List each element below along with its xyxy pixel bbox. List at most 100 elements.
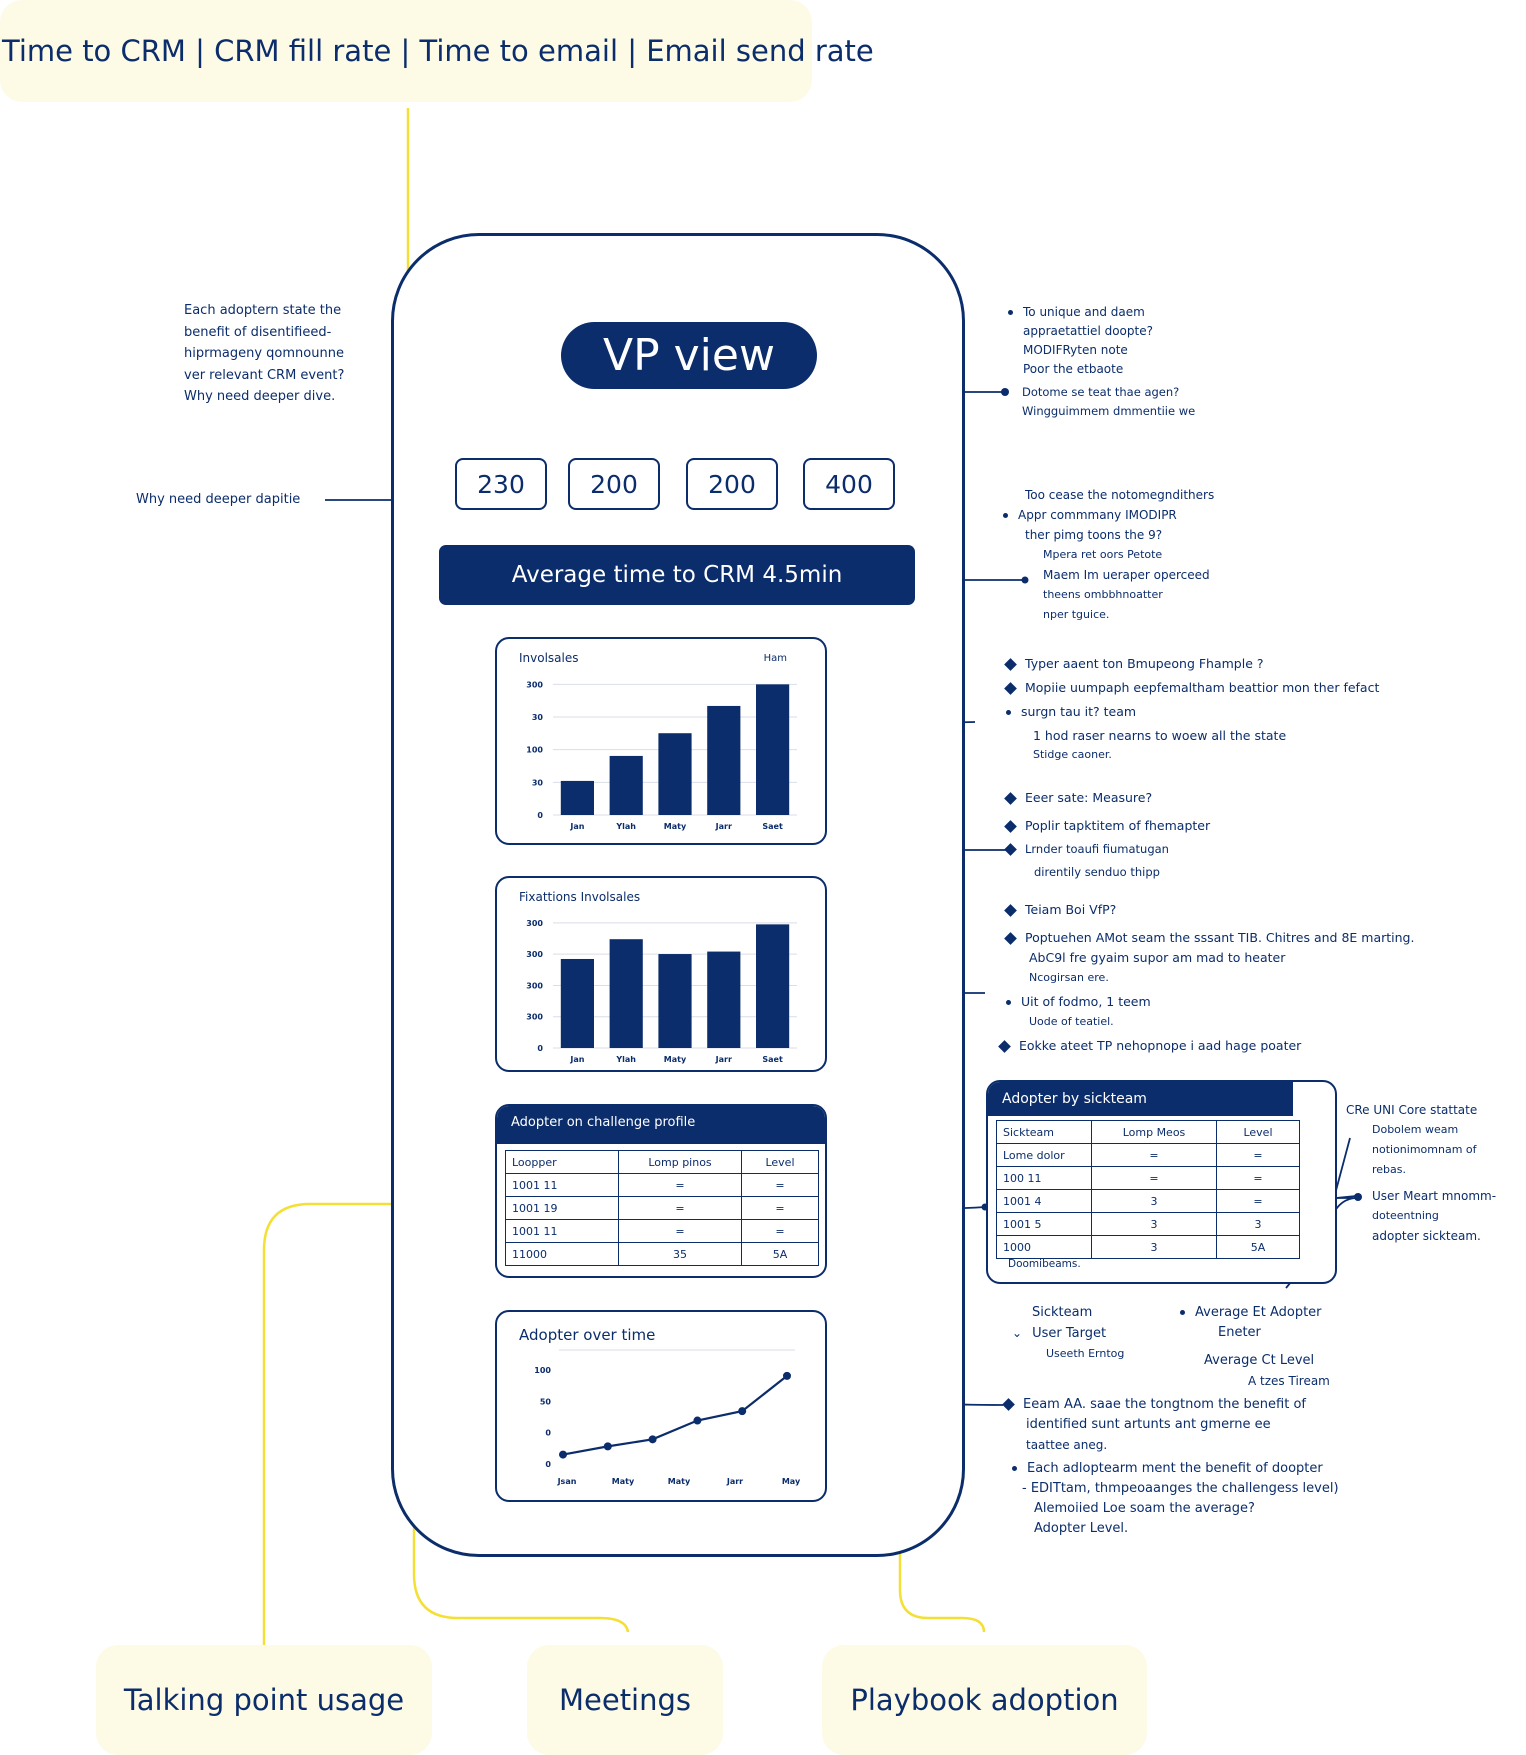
y-tick-label: 50 <box>540 1397 552 1406</box>
col-header: Loopper <box>505 1150 619 1174</box>
note-right-chart1: Typer aaent ton Bmupeong Fhample ? Mopii… <box>1004 652 1379 767</box>
cell: 3 <box>1091 1235 1217 1259</box>
sickteam-table: Sickteam Lomp Meos Level Lome dolor = = … <box>996 1120 1300 1259</box>
data-point <box>693 1416 702 1425</box>
note-right-table2: CRe UNI Core stattate Dobolem weam notio… <box>1346 1103 1497 1243</box>
y-tick-label: 100 <box>526 746 543 755</box>
cell: 1001 5 <box>996 1212 1092 1236</box>
x-tick-label: Maty <box>664 822 687 831</box>
chart-title: Adopter over time <box>519 1326 656 1344</box>
bar <box>756 924 790 1048</box>
challenge-profile-table: Loopper Lomp pinos Level 1001 11 = = 100… <box>505 1150 819 1266</box>
col-header: Sickteam <box>996 1120 1092 1144</box>
meetings-label: Meetings <box>527 1645 723 1755</box>
cell: 100 11 <box>996 1166 1092 1190</box>
note-left-top: Each adoptern state the benefit of disen… <box>184 303 345 404</box>
cell: 1001 11 <box>505 1219 619 1243</box>
bar <box>658 954 692 1048</box>
note-right-chart2b: Teiam Boi VfP? Poptuehen AMot seam the s… <box>998 900 1414 1056</box>
table-row[interactable]: 1001 11 = = <box>505 1173 819 1197</box>
cell: = <box>741 1173 819 1197</box>
y-tick-label: 0 <box>537 1044 543 1053</box>
cell: = <box>1216 1189 1300 1213</box>
bar <box>658 733 692 815</box>
data-point <box>648 1435 657 1444</box>
y-tick-label: 300 <box>526 1013 543 1022</box>
cell: Lome dolor <box>996 1143 1092 1167</box>
table-row[interactable]: 1001 11 = = <box>505 1219 819 1243</box>
y-tick-label: 100 <box>534 1366 551 1375</box>
data-point <box>559 1450 567 1459</box>
table-row[interactable]: 100 11 = = <box>996 1166 1300 1190</box>
x-tick-label: Jsan <box>557 1477 577 1486</box>
kpi-box-4[interactable]: 400 <box>803 458 895 510</box>
col-header: Lomp Meos <box>1091 1120 1217 1144</box>
x-tick-label: Maty <box>668 1477 691 1486</box>
table-row[interactable]: 1001 4 3 = <box>996 1189 1300 1213</box>
cell: = <box>741 1196 819 1220</box>
note-right-average: Too cease the notomegndithers Appr commm… <box>1003 485 1214 625</box>
table-title: Adopter on challenge profile <box>497 1106 825 1144</box>
cell: 1001 19 <box>505 1196 619 1220</box>
cell: 5A <box>741 1242 819 1266</box>
x-tick-label: Jarr <box>726 1477 743 1486</box>
data-point <box>603 1442 612 1451</box>
table-row[interactable]: Lome dolor = = <box>996 1143 1300 1167</box>
kpi-box-3[interactable]: 200 <box>686 458 778 510</box>
cell: = <box>618 1219 742 1243</box>
table-footer: Doomibeams. <box>1008 1258 1081 1270</box>
col-header: Level <box>741 1150 819 1174</box>
table-row[interactable]: 1000 3 5A <box>996 1235 1300 1259</box>
kpi-box-1[interactable]: 230 <box>455 458 547 510</box>
note-right-chart2a: Eeer sate: Measure? Poplir tapktitem of … <box>1004 786 1210 884</box>
cell: 1001 4 <box>996 1189 1092 1213</box>
table-row[interactable]: 1001 5 3 3 <box>996 1212 1300 1236</box>
x-tick-label: Jan <box>569 1055 584 1064</box>
cell: 1000 <box>996 1235 1092 1259</box>
table-card-sickteam: Adopter by sickteam Sickteam Lomp Meos L… <box>986 1080 1337 1284</box>
cell: = <box>1216 1166 1300 1190</box>
chevron-down-icon: ⌄ <box>1012 1326 1023 1340</box>
y-tick-label: 0 <box>545 1460 551 1469</box>
y-tick-label: 30 <box>532 778 544 787</box>
legend-average: Average Et Adopter Eneter Average Ct Lev… <box>1180 1303 1330 1391</box>
average-time-banner: Average time to CRM 4.5min <box>439 545 915 605</box>
legend-sickteam: Sickteam ⌄User Target Useeth Erntog <box>1012 1305 1125 1360</box>
note-left-mid: Why need deeper dapitie <box>136 492 301 507</box>
table-row[interactable]: 1001 19 = = <box>505 1196 819 1220</box>
col-header: Level <box>1216 1120 1300 1144</box>
bar <box>560 958 594 1048</box>
cell: 35 <box>618 1242 742 1266</box>
y-tick-label: 30 <box>532 713 544 722</box>
x-tick-label: Jan <box>569 822 584 831</box>
table-card-challenge-profile: Adopter on challenge profile Loopper Lom… <box>495 1104 827 1278</box>
cell: 5A <box>1216 1235 1300 1259</box>
y-tick-label: 0 <box>537 811 543 820</box>
cell: 3 <box>1091 1212 1217 1236</box>
connector-dot <box>1001 388 1009 396</box>
cell: 1001 11 <box>505 1173 619 1197</box>
y-tick-label: 300 <box>526 919 543 928</box>
note-bottom-right: Eeam AA. saae the tongtnom the benefit o… <box>1002 1395 1339 1539</box>
x-tick-label: Maty <box>612 1477 635 1486</box>
kpi-box-2[interactable]: 200 <box>568 458 660 510</box>
cell: 3 <box>1091 1189 1217 1213</box>
x-tick-label: Maty <box>664 1055 687 1064</box>
y-tick-label: 0 <box>545 1429 551 1438</box>
cell: = <box>1216 1143 1300 1167</box>
col-header: Lomp pinos <box>618 1150 742 1174</box>
chart-title: Involsales <box>519 651 579 665</box>
cell: = <box>1091 1166 1217 1190</box>
y-tick-label: 300 <box>526 950 543 959</box>
table-row[interactable]: 11000 35 5A <box>505 1242 819 1266</box>
bar <box>707 705 741 815</box>
bar <box>560 780 594 815</box>
bar <box>609 755 643 815</box>
note-right-top2: Dotome se teat thae agen? Wingguimmem dm… <box>1022 385 1196 418</box>
table-title: Adopter by sickteam <box>988 1082 1293 1116</box>
vp-view-title: VP view <box>561 322 817 389</box>
